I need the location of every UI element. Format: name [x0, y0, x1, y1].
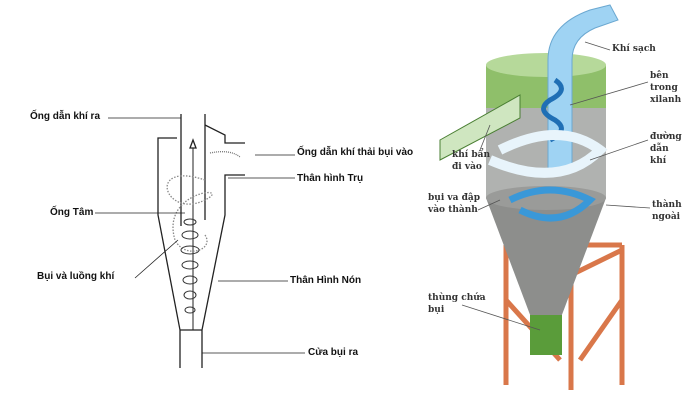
label-dust-hits-wall: bụi va đập vào thành [428, 192, 480, 216]
label-cylinder-body: Thân hình Trụ [297, 173, 364, 184]
label-text: đường dẫn [650, 132, 682, 154]
label-dust-airflow: Bụi và luồng khí [37, 271, 115, 282]
clean-air-pipe [547, 4, 619, 171]
label-clean-air: Khí sạch [612, 43, 656, 55]
label-air-path: đường dẫn khí [650, 131, 692, 167]
label-text: bụi [428, 305, 445, 315]
label-text: thùng chứa [428, 293, 486, 303]
label-text: đi vào [452, 162, 482, 172]
label-text: Khí sạch [612, 44, 656, 54]
label-center-tube: Ống Tâm [50, 207, 94, 218]
label-outer-wall: thành ngoài [652, 199, 682, 223]
label-dust-outlet: Cửa bụi ra [308, 347, 359, 358]
label-text: bên trong [650, 71, 678, 93]
label-dirty-air: khí bẩn đi vào [452, 149, 490, 173]
label-text: vào thành [428, 205, 478, 215]
label-gas-outlet: Ống dẫn khí ra [30, 111, 101, 122]
label-dust-bin: thùng chứa bụi [428, 292, 486, 316]
label-text: bụi va đập [428, 193, 481, 203]
label-text: khí bẩn [452, 150, 490, 160]
schematic-cyclone [95, 114, 305, 368]
label-inside-cylinder: bên trong xilanh [650, 70, 692, 106]
label-text: ngoài [652, 212, 681, 222]
label-text: xilanh [650, 95, 682, 105]
dust-bin [530, 315, 562, 355]
illustrated-cyclone [439, 4, 651, 390]
vortex-arrows [488, 77, 608, 222]
label-text: thành [652, 200, 682, 210]
label-cone-body: Thân Hình Nón [290, 275, 362, 286]
cone [486, 198, 606, 320]
label-dust-gas-inlet: Ống dẫn khí thải bụi vào [297, 147, 414, 158]
label-text: khí [650, 156, 667, 166]
